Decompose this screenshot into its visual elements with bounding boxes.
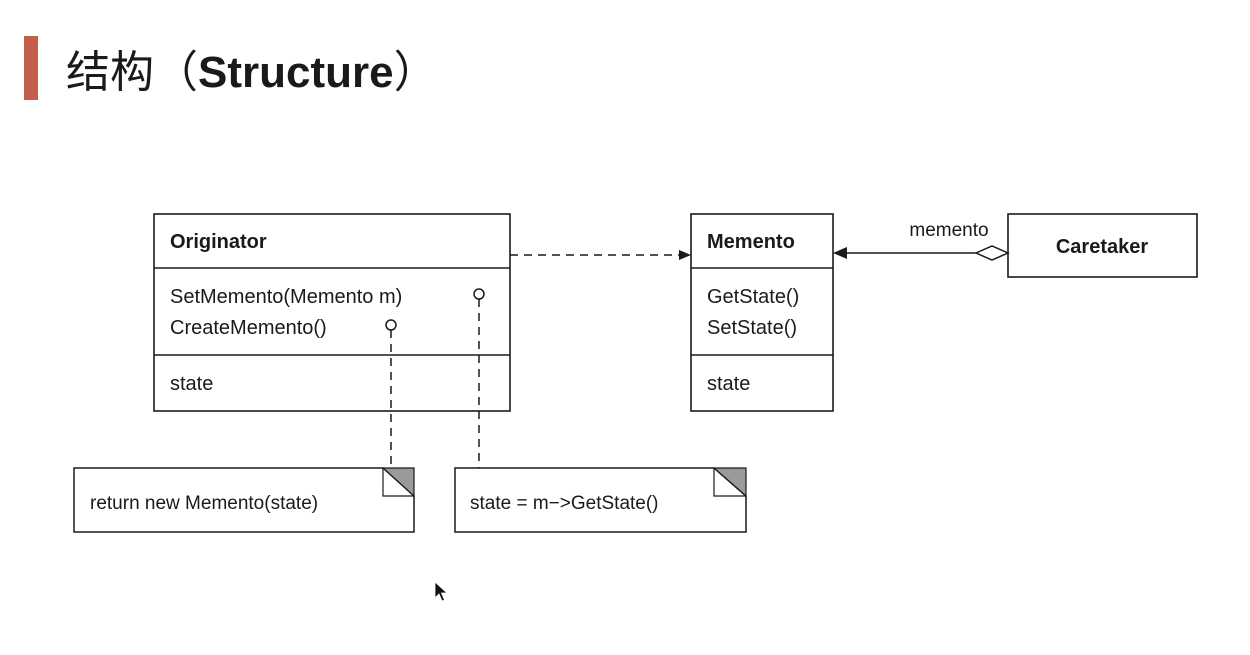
title-paren-close: ） xyxy=(393,48,438,97)
note-set-memento-corner xyxy=(712,467,747,498)
originator-op-setmemento: SetMemento(Memento m) xyxy=(170,286,402,308)
note-create-memento-fold xyxy=(382,468,414,497)
originator-class: Originator SetMemento(Memento m) CreateM… xyxy=(153,213,511,412)
aggregation-caretaker-memento: memento xyxy=(833,220,1010,261)
memento-name: Memento xyxy=(707,231,795,253)
caretaker-class: Caretaker xyxy=(1007,213,1198,278)
aggregation-diamond xyxy=(974,245,1010,261)
note-create-memento-corner xyxy=(381,467,415,498)
memento-class: Memento GetState() SetState() state xyxy=(690,213,834,412)
association-label-memento: memento xyxy=(909,220,988,241)
note-create-memento-box xyxy=(73,467,415,533)
caretaker-name: Caretaker xyxy=(1056,236,1149,258)
memento-box xyxy=(690,213,834,412)
title-accent-bar xyxy=(24,36,38,100)
memento-op-setstate: SetState() xyxy=(707,317,797,339)
title-en: Structure xyxy=(198,48,394,97)
caretaker-box xyxy=(1007,213,1198,278)
originator-box xyxy=(153,213,511,412)
setmemento-note-anchor xyxy=(473,288,485,300)
mouse-pointer-icon xyxy=(434,581,449,602)
originator-name: Originator xyxy=(170,231,267,253)
aggregation-arrowhead xyxy=(833,247,847,259)
note-set-memento-box xyxy=(454,467,747,533)
memento-attr-state: state xyxy=(707,373,750,395)
originator-op-creatememento: CreateMemento() xyxy=(170,317,327,339)
originator-attr-state: state xyxy=(170,373,213,395)
note-create-memento-text: return new Memento(state) xyxy=(90,493,318,514)
note-set-memento-text: state = m−>GetState() xyxy=(470,493,659,514)
creatememento-note-anchor xyxy=(385,319,397,331)
slide-title: 结构（Structure） xyxy=(66,43,438,103)
note-set-memento: state = m−>GetState() xyxy=(454,467,747,533)
memento-op-getstate: GetState() xyxy=(707,286,799,308)
title-paren-open: （ xyxy=(154,48,198,97)
note-create-memento: return new Memento(state) xyxy=(73,467,415,533)
note-set-memento-fold xyxy=(713,468,746,497)
title-cn: 结构 xyxy=(66,48,154,97)
